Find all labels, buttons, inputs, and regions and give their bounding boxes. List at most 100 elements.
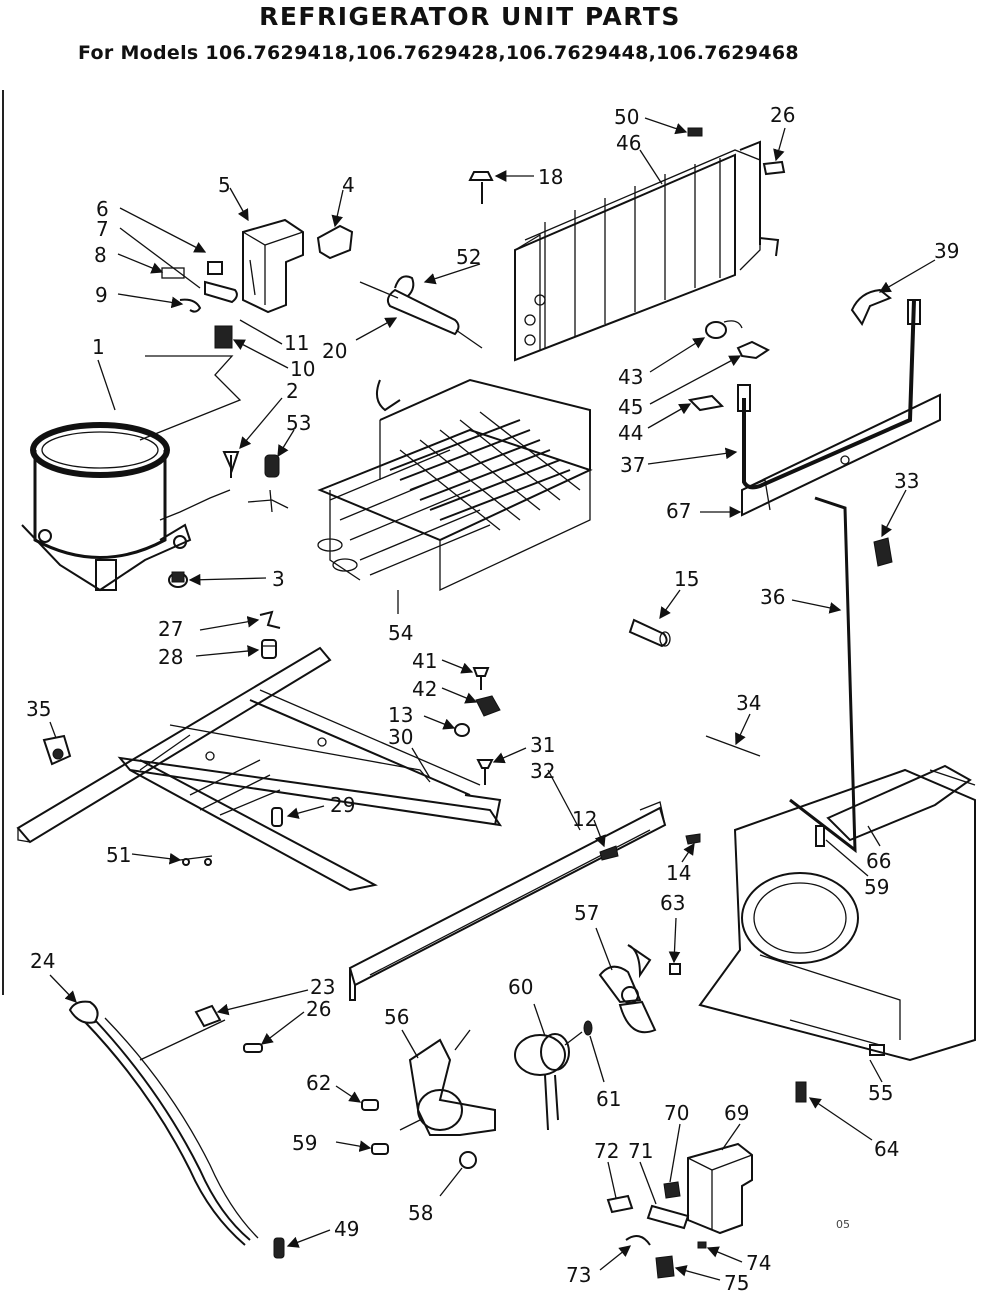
rail-part-32 (348, 801, 667, 1001)
callout-5: 5 (218, 173, 231, 197)
callout-67: 67 (666, 499, 691, 523)
callout-26-bottom: 26 (306, 997, 331, 1021)
callout-64: 64 (874, 1137, 899, 1161)
insulator-part-72 (606, 1194, 634, 1214)
callout-31: 31 (530, 733, 555, 757)
callout-73: 73 (566, 1263, 591, 1287)
callout-33: 33 (894, 469, 919, 493)
callout-36: 36 (760, 585, 785, 609)
screw-part-64 (795, 1081, 807, 1103)
callout-58: 58 (408, 1201, 433, 1225)
callout-46: 46 (616, 131, 641, 155)
bracket-part-35 (42, 734, 72, 766)
motor-bracket-part (399, 1029, 496, 1136)
callout-41: 41 (412, 649, 437, 673)
bracket-part-39 (850, 288, 892, 327)
callout-55: 55 (868, 1081, 893, 1105)
screw-part-18 (468, 171, 494, 204)
callout-45: 45 (618, 395, 643, 419)
callout-35: 35 (26, 697, 51, 721)
screw-part-12 (599, 845, 619, 861)
callout-66: 66 (866, 849, 891, 873)
power-cord-part (68, 1000, 259, 1246)
callout-28: 28 (158, 645, 183, 669)
callout-69: 69 (724, 1101, 749, 1125)
callout-10: 10 (290, 357, 315, 381)
screw-part-26-bottom (243, 1043, 263, 1053)
corner-mark: 05 (836, 1218, 850, 1231)
screw-part-74 (697, 1241, 707, 1249)
callout-75: 75 (724, 1271, 749, 1295)
callout-70: 70 (664, 1101, 689, 1125)
callout-52: 52 (456, 245, 481, 269)
callout-27: 27 (158, 617, 183, 641)
callout-61: 61 (596, 1087, 621, 1111)
clip-part-26-top (762, 160, 786, 176)
callout-26-top: 26 (770, 103, 795, 127)
callout-2: 2 (286, 379, 299, 403)
fan-motor-part (514, 1031, 583, 1131)
callout-54: 54 (388, 621, 413, 645)
diagram-title: REFRIGERATOR UNIT PARTS (259, 2, 681, 31)
callout-14: 14 (666, 861, 691, 885)
screw-part-31 (476, 759, 494, 785)
screw-part-41 (472, 667, 490, 690)
callout-71: 71 (628, 1139, 653, 1163)
callout-4: 4 (342, 173, 355, 197)
screw-part-62 (361, 1099, 379, 1111)
grommet-part-53 (247, 454, 289, 513)
callout-13: 13 (388, 703, 413, 727)
clip-part-73 (625, 1235, 651, 1246)
screw-part-50 (687, 127, 703, 137)
callout-37: 37 (620, 453, 645, 477)
callout-9: 9 (95, 283, 108, 307)
screw-part-49 (273, 1237, 285, 1259)
callout-74: 74 (746, 1251, 771, 1275)
callout-62: 62 (306, 1071, 331, 1095)
callout-72: 72 (594, 1139, 619, 1163)
callout-6: 6 (96, 197, 109, 221)
bracket-part-4 (316, 224, 354, 260)
compressor-part (21, 355, 242, 592)
callout-1: 1 (92, 335, 105, 359)
callout-11: 11 (284, 331, 309, 355)
callout-57: 57 (574, 901, 599, 925)
clip-part-44 (687, 394, 725, 412)
callout-49: 49 (334, 1217, 359, 1241)
callout-18: 18 (538, 165, 563, 189)
screw-part-59-right (815, 825, 825, 847)
terminal-part-75 (655, 1255, 675, 1279)
screw-part-14 (685, 833, 701, 845)
relay-cover-part (242, 218, 304, 314)
callout-50: 50 (614, 105, 639, 129)
callout-23: 23 (310, 975, 335, 999)
callout-32: 32 (530, 759, 555, 783)
callout-51: 51 (106, 843, 131, 867)
fan-shroud-part (698, 768, 976, 1062)
grommet-part-3 (168, 571, 188, 588)
page-border-rule (2, 90, 4, 995)
callout-24: 24 (30, 949, 55, 973)
screw-part-2 (222, 451, 240, 478)
clip-part-27 (259, 610, 281, 629)
clip-part-34 (705, 735, 761, 757)
callout-3: 3 (272, 567, 285, 591)
screw-part-59-left (371, 1143, 389, 1155)
condenser-part (514, 140, 780, 362)
callout-44: 44 (618, 421, 643, 445)
sleeve-part-15 (628, 618, 671, 648)
drier-part (359, 275, 483, 349)
screw-part-29 (271, 807, 283, 827)
grommet-part-58 (459, 1151, 477, 1169)
clip-part-33 (873, 537, 893, 567)
base-frame-part (16, 646, 503, 892)
bracket-part-67 (741, 393, 941, 517)
bracket-part-45 (736, 340, 770, 360)
clip-part-43 (705, 320, 743, 339)
callout-59-right: 59 (864, 875, 889, 899)
overload-part-70 (663, 1181, 681, 1199)
clamp-part-23 (194, 1004, 222, 1028)
callout-8: 8 (94, 243, 107, 267)
callout-56: 56 (384, 1005, 409, 1029)
